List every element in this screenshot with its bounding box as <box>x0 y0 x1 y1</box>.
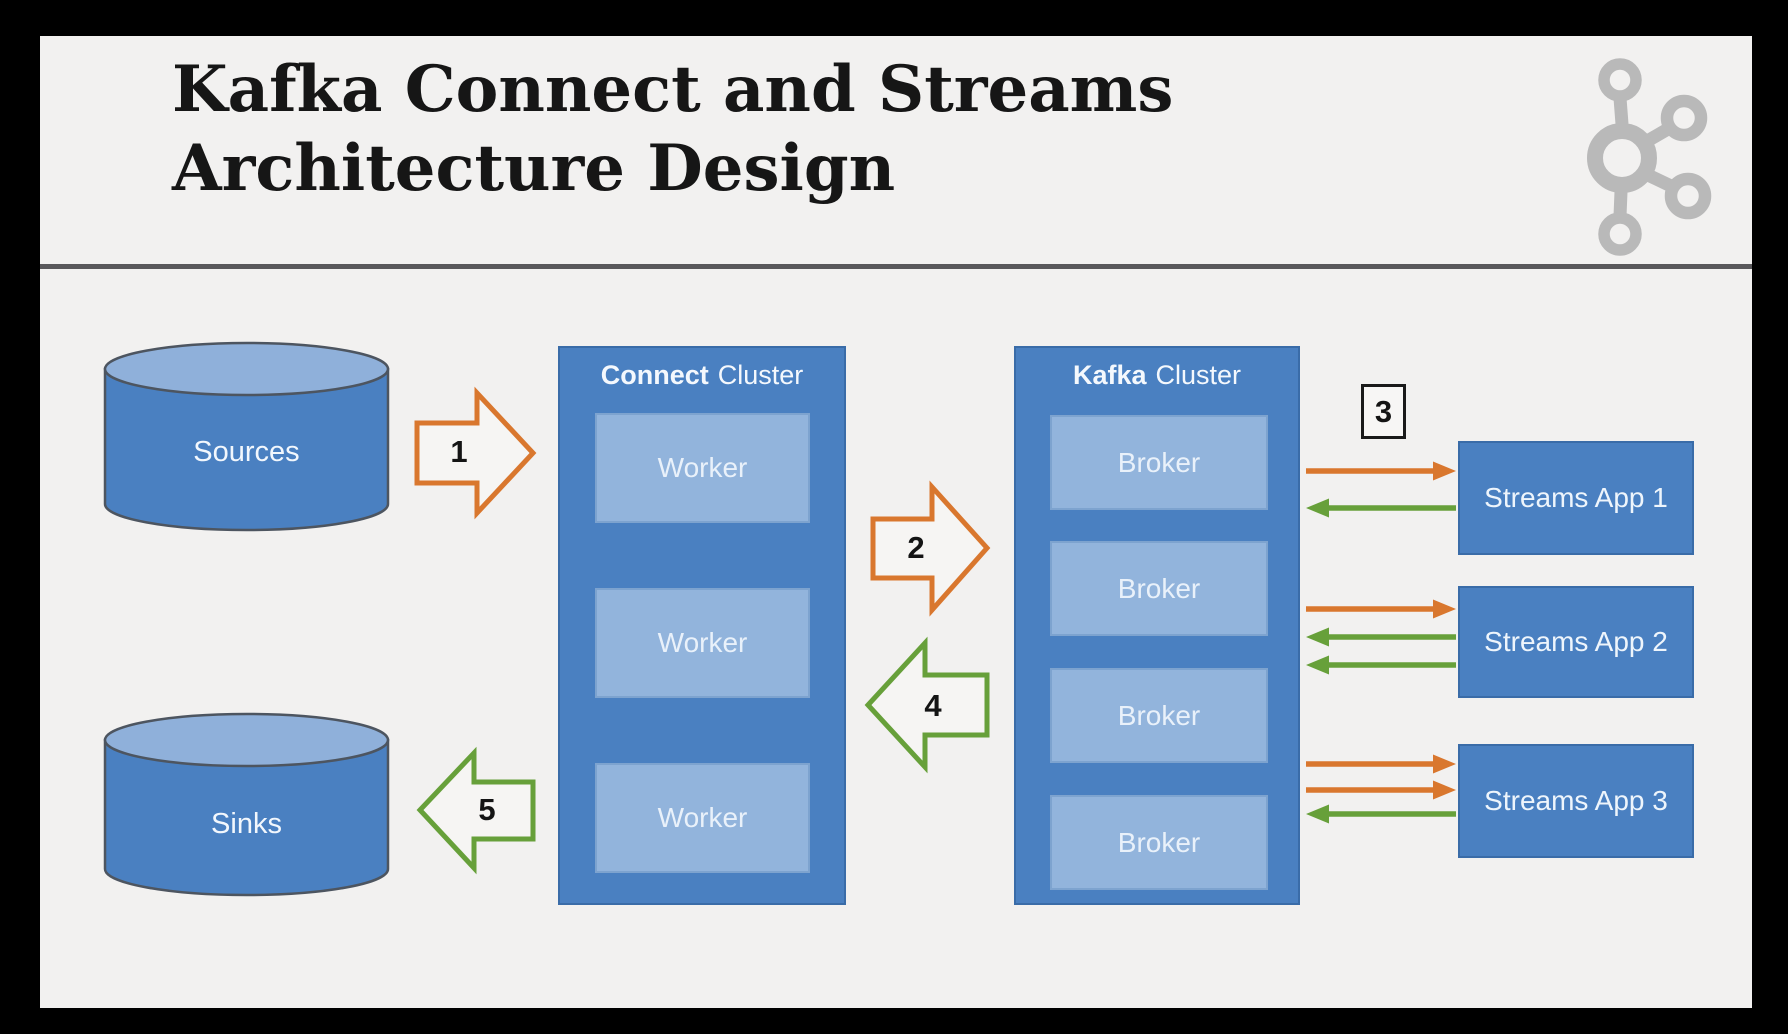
broker-label-2: Broker <box>1117 572 1201 604</box>
step-2-label: 2 <box>907 530 925 565</box>
connect-cluster-title-rest: Cluster <box>717 360 804 390</box>
kafka-cluster-title: Kafka Cluster <box>1014 360 1300 391</box>
step-4-label: 4 <box>924 688 942 723</box>
title-divider <box>40 264 1752 269</box>
streams-app-2: Streams App 2 <box>1458 586 1694 698</box>
broker-label-3: Broker <box>1117 699 1201 731</box>
title-line-2: Architecture Design <box>172 131 896 206</box>
streams-app-1-label: Streams App 1 <box>1484 482 1668 513</box>
sources-label: Sources <box>120 432 373 472</box>
streams-app-3: Streams App 3 <box>1458 744 1694 858</box>
kafka-cluster-title-rest: Cluster <box>1155 360 1242 390</box>
page-title: Kafka Connect and Streams Architecture D… <box>172 50 1422 208</box>
broker-label-1: Broker <box>1117 446 1201 478</box>
worker-label-3: Worker <box>657 802 748 833</box>
broker-box-1: Broker <box>1050 415 1268 510</box>
worker-box-2: Worker <box>595 588 810 698</box>
kafka-cluster-title-bold: Kafka <box>1072 360 1147 390</box>
sinks-label: Sinks <box>120 804 373 844</box>
broker-box-2: Broker <box>1050 541 1268 636</box>
worker-box-1: Worker <box>595 413 810 523</box>
broker-box-4: Broker <box>1050 795 1268 890</box>
broker-label-4: Broker <box>1117 826 1201 858</box>
step-1-label: 1 <box>450 434 468 469</box>
sources-label-text: Sources <box>193 435 300 468</box>
worker-label-1: Worker <box>657 452 748 483</box>
worker-label-2: Worker <box>657 627 748 658</box>
streams-app-1: Streams App 1 <box>1458 441 1694 555</box>
sinks-label-text: Sinks <box>211 807 282 840</box>
worker-box-3: Worker <box>595 763 810 873</box>
streams-app-3-label: Streams App 3 <box>1484 785 1668 816</box>
step-3-label: 3 <box>1374 393 1393 429</box>
title-line-1: Kafka Connect and Streams <box>172 52 1174 127</box>
step-5-label: 5 <box>478 792 496 827</box>
connect-cluster-title: Connect Cluster <box>558 360 846 391</box>
connect-cluster-title-bold: Connect <box>600 360 709 390</box>
broker-box-3: Broker <box>1050 668 1268 763</box>
streams-app-2-label: Streams App 2 <box>1484 626 1668 657</box>
step-3-box: 3 <box>1361 384 1406 439</box>
